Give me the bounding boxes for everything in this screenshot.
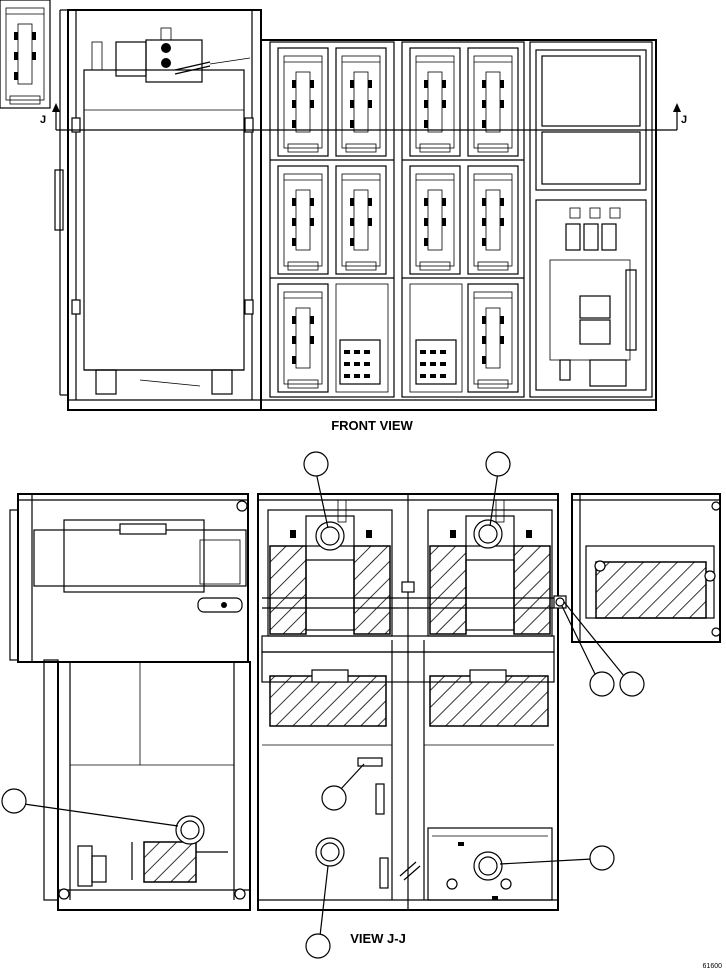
section-label-right: J — [681, 114, 687, 126]
callouts — [1, 451, 645, 959]
module-column-3 — [529, 41, 653, 398]
front-view: J J FRONT VIEW — [0, 0, 687, 433]
hatched-panel-3 — [429, 545, 467, 635]
front-view-title: FRONT VIEW — [331, 418, 413, 433]
view-jj-title: VIEW J-J — [350, 931, 406, 946]
callout-2 — [485, 451, 511, 477]
left-unit — [17, 493, 249, 663]
hatched-block-center-left — [269, 675, 387, 727]
callout-8 — [305, 933, 331, 959]
callout-6 — [321, 785, 347, 811]
view-jj: VIEW J-J 61600 — [1, 451, 723, 970]
callout-4 — [619, 671, 645, 697]
hatched-block-right — [595, 561, 707, 619]
figure-code: 61600 — [703, 963, 723, 970]
module-column-1 — [269, 41, 395, 398]
callout-5 — [1, 788, 27, 814]
hatched-panel-2 — [353, 545, 391, 635]
power-modules — [0, 0, 519, 393]
callout-1 — [303, 451, 329, 477]
callout-7 — [589, 845, 615, 871]
module-column-2 — [401, 41, 525, 398]
right-unit — [571, 493, 721, 643]
callout-3 — [589, 671, 615, 697]
hatched-block-left — [143, 841, 197, 883]
right-cabinets — [260, 39, 657, 411]
hatched-block-center-right — [429, 675, 549, 727]
hatched-panel-4 — [513, 545, 551, 635]
hatched-panel-1 — [269, 545, 307, 635]
section-label-left: J — [40, 114, 46, 126]
